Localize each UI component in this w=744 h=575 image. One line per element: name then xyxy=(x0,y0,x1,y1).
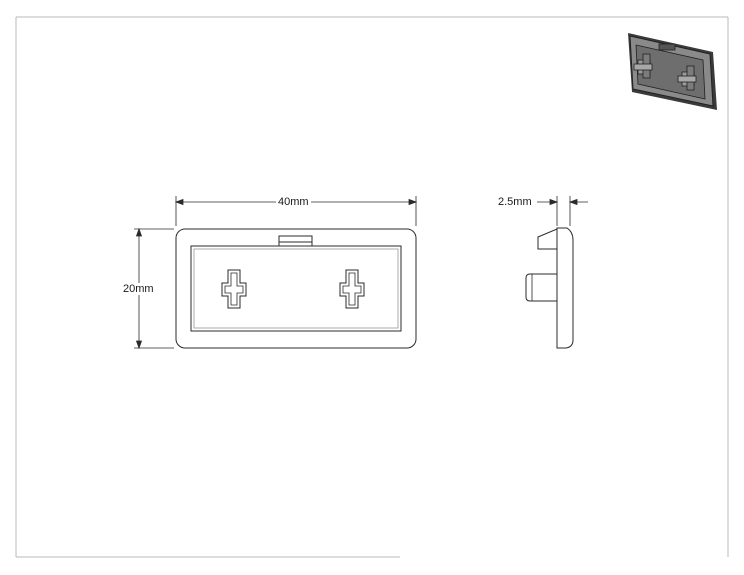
front-view xyxy=(175,228,417,349)
thumbnail-pin-left xyxy=(633,53,653,79)
isometric-thumbnail xyxy=(628,33,717,110)
side-flange xyxy=(556,227,574,349)
thickness-dimension xyxy=(537,196,588,226)
thickness-dimension-label: 2.5mm xyxy=(496,196,534,208)
mounting-pin-right xyxy=(339,269,365,309)
mounting-pin-left xyxy=(221,269,247,309)
sheet-frame xyxy=(15,16,729,558)
inner-recess-lip xyxy=(193,248,399,329)
side-view xyxy=(525,227,574,349)
height-dimension-label: 20mm xyxy=(121,283,156,295)
width-dimension-label: 40mm xyxy=(276,196,311,208)
side-tab xyxy=(537,228,558,250)
thumbnail-pin-right xyxy=(677,65,697,91)
side-pin xyxy=(525,273,558,302)
